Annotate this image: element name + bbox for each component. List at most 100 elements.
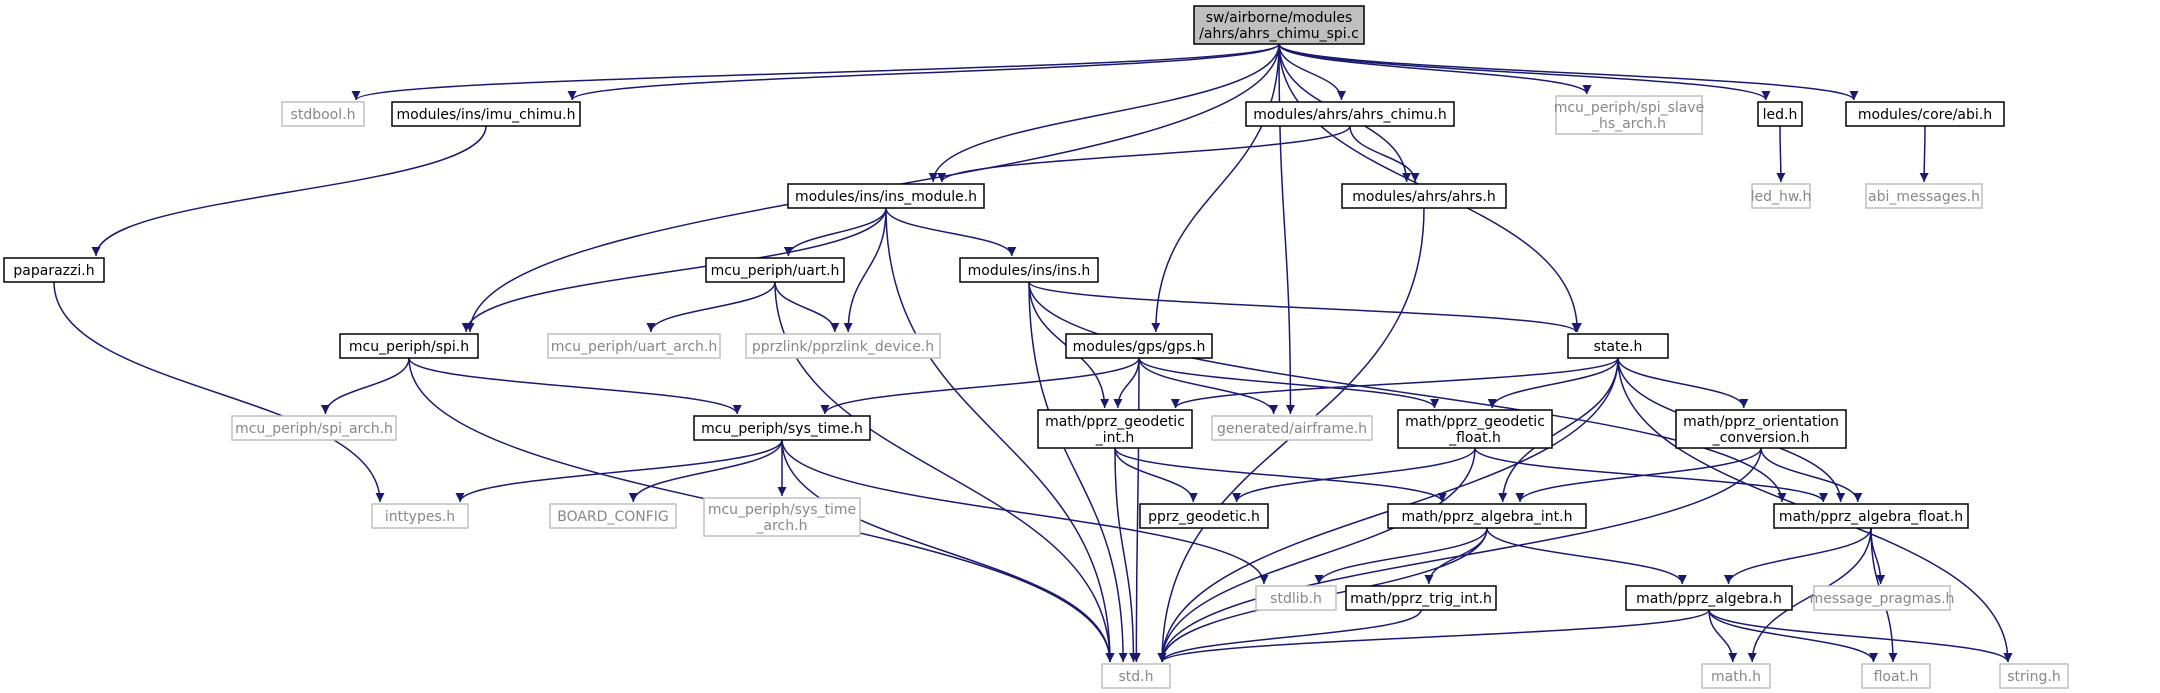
node-led_hw: led_hw.h [1751,183,1811,209]
node-spi-label: mcu_periph/spi.h [349,339,469,355]
node-geodetic_int-box [1037,409,1193,449]
edge-paparazzi-to-inttypes [53,281,385,503]
node-ahrs_chimu[interactable]: modules/ahrs/ahrs_chimu.h [1245,101,1455,127]
edge-orientation-to-algebra_int [1515,447,1762,503]
node-string-box [1999,663,2069,689]
node-airframe-box [1211,415,1373,441]
node-geodetic_float-label: math/pprz_geodetic [1405,414,1545,430]
node-ins_module[interactable]: modules/ins/ins_module.h [787,183,985,209]
edge-algebra-to-string [1708,609,2013,663]
node-imu_chimu[interactable]: modules/ins/imu_chimu.h [391,101,581,127]
edge-state-to-geodetic_float [1487,357,1619,409]
edge-algebra_int-to-trig_int [1424,527,1488,585]
node-root-box [1193,5,1365,45]
node-ahrs[interactable]: modules/ahrs/ahrs.h [1341,183,1507,209]
node-paparazzi[interactable]: paparazzi.h [3,257,105,283]
node-algebra_float-label: math/pprz_algebra_float.h [1779,509,1963,525]
node-state-label: state.h [1594,339,1643,355]
node-led[interactable]: led.h [1757,101,1803,127]
node-trig_int-box [1345,585,1497,611]
node-airframe: generated/airframe.h [1211,415,1373,441]
node-geodetic_int[interactable]: math/pprz_geodetic_int.h [1037,409,1193,449]
edge-uart-to-pprzlink_device [774,281,840,333]
node-orientation[interactable]: math/pprz_orientation_conversion.h [1675,409,1847,449]
node-ahrs_chimu-box [1245,101,1455,127]
node-pprzlink_device-label: pprzlink/pprzlink_device.h [752,339,934,355]
node-sys_time-label: mcu_periph/sys_time.h [701,421,863,437]
node-ins-box [959,257,1099,283]
node-sys_time_arch-label: mcu_periph/sys_time [708,502,856,518]
node-algebra_int[interactable]: math/pprz_algebra_int.h [1387,503,1587,529]
edge-root-to-stdbool [351,43,1280,101]
edge-gps-to-sys_time [820,357,1140,415]
node-paparazzi-box [3,257,105,283]
node-stdlib-box [1255,585,1337,611]
node-algebra_float[interactable]: math/pprz_algebra_float.h [1773,503,1969,529]
edge-geodetic_float-to-algebra_float [1474,447,1828,503]
edge-imu_chimu-to-paparazzi [91,125,487,257]
edge-algebra_float-to-algebra [1723,527,1872,585]
edge-ins-to-std [1028,281,1128,663]
node-message_pragmas: message_pragmas.h [1810,585,1955,611]
node-root[interactable]: sw/airborne/modules/ahrs/ahrs_chimu_spi.… [1193,5,1365,45]
node-algebra-box [1625,585,1793,611]
node-sys_time[interactable]: mcu_periph/sys_time.h [693,415,871,441]
node-imu_chimu-label: modules/ins/imu_chimu.h [397,107,576,123]
node-math: math.h [1701,663,1771,689]
node-float-label: float.h [1874,669,1919,685]
node-message_pragmas-label: message_pragmas.h [1810,591,1955,607]
node-geodetic_float-box [1397,409,1553,449]
node-trig_int[interactable]: math/pprz_trig_int.h [1345,585,1497,611]
edge-sys_time-to-stdlib [781,439,1269,585]
node-algebra-label: math/pprz_algebra.h [1636,591,1782,607]
node-stdlib: stdlib.h [1255,585,1337,611]
node-paparazzi-label: paparazzi.h [13,263,94,279]
node-abi[interactable]: modules/core/abi.h [1845,101,2005,127]
node-spi_slave-label: mcu_periph/spi_slave [1554,100,1705,116]
node-state[interactable]: state.h [1567,333,1669,359]
node-abi_messages-label: abi_messages.h [1868,189,1980,205]
node-geodetic_int-label: math/pprz_geodetic [1045,414,1185,430]
node-algebra[interactable]: math/pprz_algebra.h [1625,585,1793,611]
edge-orientation-to-algebra_float [1760,447,1863,503]
edge-root-to-abi [1278,43,1859,101]
node-spi_slave: mcu_periph/spi_slave_hs_arch.h [1554,95,1705,135]
edge-state-to-geodetic_int [1171,357,1619,409]
node-gps[interactable]: modules/gps/gps.h [1065,333,1213,359]
node-algebra_float-box [1773,503,1969,529]
node-led_hw-box [1751,183,1811,209]
edge-algebra_int-to-algebra [1486,527,1687,585]
edge-geodetic_int-to-algebra_int [1114,447,1447,503]
node-root-label: sw/airborne/modules [1206,10,1353,26]
node-uart_arch-label: mcu_periph/uart_arch.h [551,339,717,355]
edge-algebra-to-std [1157,609,1710,663]
node-imu_chimu-box [391,101,581,127]
node-stdbool-box [281,101,365,127]
edge-geodetic_float-to-pprz_geodetic [1232,447,1476,503]
edge-algebra_int-to-stdlib [1314,527,1488,585]
node-ins[interactable]: modules/ins/ins.h [959,257,1099,283]
edge-ins-to-state [1028,281,1581,333]
node-abi-label: modules/core/abi.h [1858,107,1992,123]
node-uart[interactable]: mcu_periph/uart.h [705,257,845,283]
node-spi[interactable]: mcu_periph/spi.h [339,333,479,359]
node-airframe-label: generated/airframe.h [1217,421,1367,437]
node-led-label: led.h [1763,107,1798,123]
node-ahrs-label: modules/ahrs/ahrs.h [1352,189,1496,205]
node-orientation-label: math/pprz_orientation [1683,414,1839,430]
node-abi_messages-box [1865,183,1983,209]
node-led-box [1757,101,1803,127]
node-spi_slave-label: _hs_arch.h [1591,116,1666,132]
node-geodetic_float[interactable]: math/pprz_geodetic_float.h [1397,409,1553,449]
node-pprzlink_device: pprzlink/pprzlink_device.h [745,333,941,359]
node-spi_arch-label: mcu_periph/spi_arch.h [235,421,393,437]
node-pprzlink_device-box [745,333,941,359]
node-sys_time-box [693,415,871,441]
node-pprz_geodetic[interactable]: pprz_geodetic.h [1139,503,1269,529]
node-gps-label: modules/gps/gps.h [1073,339,1206,355]
node-float-box [1861,663,1931,689]
edge-trig_int-to-std [1157,609,1422,663]
node-ahrs_chimu-label: modules/ahrs/ahrs_chimu.h [1253,107,1447,123]
node-board_config-box [549,503,677,529]
